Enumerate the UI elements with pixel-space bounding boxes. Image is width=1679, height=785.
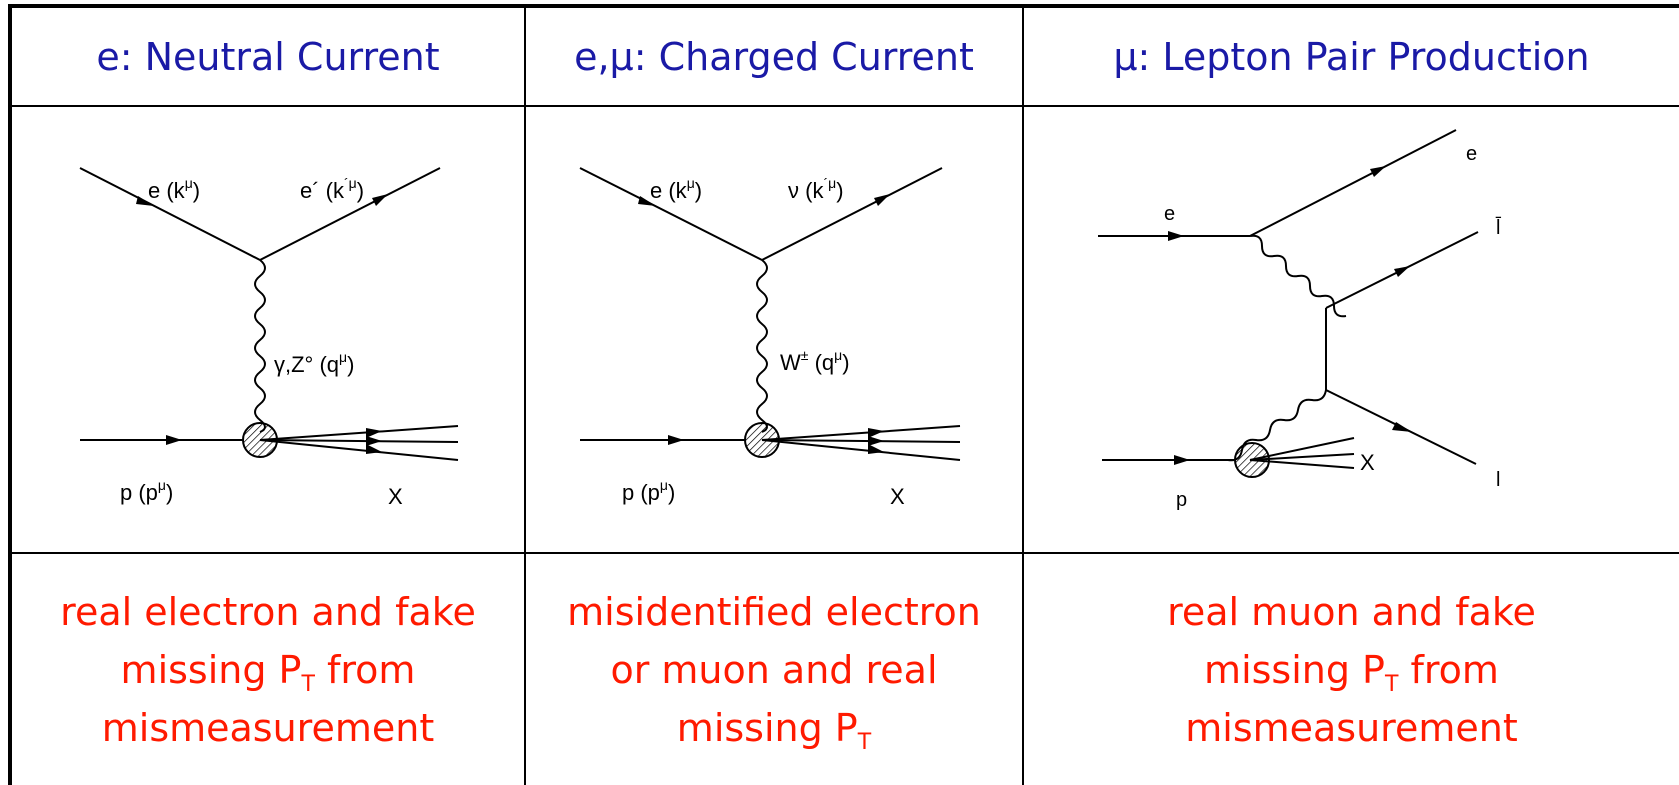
- footer-line-2: missing PT from: [120, 647, 416, 697]
- hadron-line-1: [761, 425, 961, 441]
- arrow-proton: [668, 435, 684, 445]
- arrow-incoming-electron: [1168, 231, 1184, 241]
- arrow-proton: [1174, 455, 1190, 465]
- arrow-lepton-bar: [1394, 266, 1410, 277]
- table-border-top: [8, 4, 1679, 8]
- label-proton: p: [1176, 489, 1187, 511]
- footer-line-1: real electron and fake: [60, 589, 476, 634]
- arrow-outgoing-electron: [1370, 166, 1386, 177]
- label-incoming-lepton: e (kμ): [148, 175, 200, 203]
- arrow-incoming: [638, 196, 656, 206]
- incoming-lepton-line: [79, 167, 261, 261]
- proton-blob: [744, 422, 780, 458]
- hadron-line-2: [259, 439, 459, 443]
- footer-charged-current: misidentified electron or muon and real …: [526, 554, 1022, 785]
- footer-line-3: mismeasurement: [101, 705, 435, 750]
- boson-wavy-line: [254, 259, 266, 433]
- arrow-hadrons-1: [868, 428, 884, 438]
- label-outgoing-lepton: e´ (k´μ): [300, 175, 364, 203]
- arrow-hadrons-3: [366, 444, 382, 454]
- header-charged-current-label: e,μ: Charged Current: [574, 35, 974, 79]
- arrow-hadrons-1: [366, 428, 382, 438]
- label-incoming-electron: e: [1164, 203, 1175, 225]
- arrow-incoming: [136, 196, 154, 206]
- outgoing-lepton-line: [761, 167, 943, 261]
- incoming-lepton-line: [579, 167, 763, 261]
- hadron-line-2: [761, 439, 961, 443]
- feynman-diagram-neutral-current: e (kμ) e´ (k´μ) γ,Z° (qμ) p (pμ) X: [79, 167, 459, 509]
- label-incoming-lepton: e (kμ): [650, 175, 702, 203]
- footer-line-1: misidentified electron: [567, 589, 981, 634]
- feynman-diagram-lepton-pair: e e l̄ l p X: [1098, 129, 1501, 511]
- label-hadrons: X: [1360, 450, 1375, 475]
- proton-blob: [1234, 442, 1270, 478]
- label-lepton: l: [1496, 469, 1500, 491]
- label-outgoing-lepton: ν (k´μ): [788, 175, 844, 203]
- label-hadrons: X: [388, 484, 403, 509]
- hadron-line-3: [761, 439, 961, 461]
- footer-line-2: missing PT from: [1204, 647, 1499, 697]
- footer-line-3: mismeasurement: [1185, 705, 1518, 750]
- label-boson: γ,Z° (qμ): [274, 349, 354, 377]
- label-outgoing-electron: e: [1466, 143, 1477, 165]
- boson-wavy-line: [756, 259, 768, 433]
- outgoing-lepton-line: [259, 167, 441, 261]
- arrow-lepton: [1392, 422, 1412, 432]
- label-boson: W± (qμ): [780, 347, 850, 375]
- row-divider-header: [8, 105, 1679, 107]
- footer-line-1: real muon and fake: [1167, 589, 1536, 634]
- row-divider-footer: [8, 552, 1679, 554]
- hadron-line-3: [259, 439, 459, 461]
- arrow-hadrons-3: [868, 444, 884, 454]
- column-divider-1: [524, 4, 526, 785]
- label-proton: p (pμ): [622, 477, 675, 505]
- outgoing-electron-line: [1249, 129, 1457, 237]
- proton-blob: [242, 422, 278, 458]
- footer-line-2: or muon and real: [610, 647, 938, 692]
- arrow-proton: [166, 435, 182, 445]
- header-charged-current: e,μ: Charged Current: [526, 8, 1022, 106]
- feynman-diagram-charged-current: e (kμ) ν (k´μ) W± (qμ) p (pμ) X: [579, 167, 961, 509]
- header-lepton-pair: μ: Lepton Pair Production: [1024, 8, 1679, 106]
- footer-lepton-pair: real muon and fake missing PT from misme…: [1024, 554, 1679, 785]
- arrow-hadrons-2: [868, 436, 884, 446]
- header-neutral-current-label: e: Neutral Current: [96, 35, 440, 79]
- label-hadrons: X: [890, 484, 905, 509]
- arrow-outgoing: [874, 194, 890, 206]
- header-lepton-pair-label: μ: Lepton Pair Production: [1113, 35, 1590, 79]
- table-border-left: [8, 4, 12, 785]
- label-lepton-bar: l̄: [1495, 216, 1501, 239]
- column-divider-2: [1022, 4, 1024, 785]
- header-neutral-current: e: Neutral Current: [12, 8, 524, 106]
- footer-line-3: missing PT: [676, 705, 872, 755]
- hadron-line-1: [259, 425, 459, 441]
- arrow-hadrons-2: [366, 436, 382, 446]
- footer-neutral-current: real electron and fake missing PT from m…: [12, 554, 524, 785]
- label-proton: p (pμ): [120, 477, 173, 505]
- arrow-outgoing: [372, 194, 388, 206]
- photon-wavy-line: [1249, 234, 1347, 318]
